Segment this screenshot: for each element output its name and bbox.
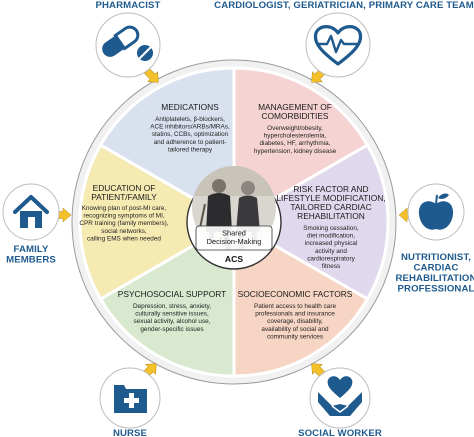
risk-title-line: RISK FACTOR AND bbox=[293, 184, 368, 194]
medications-body-line: and adherence to patient- bbox=[154, 139, 227, 146]
socioeconomic-body-line: availability of social and bbox=[261, 326, 329, 333]
risk-body-line: fitness bbox=[322, 263, 340, 270]
social-worker-icon-circle bbox=[309, 367, 371, 429]
cardiologist-icon-circle bbox=[305, 12, 371, 78]
shared-decision-line: Decision-Making bbox=[207, 237, 262, 246]
medications-section: MEDICATIONS Antiplatelets, β-blockers,AC… bbox=[150, 102, 230, 153]
pharmacist-label: PHARMACIST bbox=[96, 0, 161, 11]
heart-rate-icon bbox=[313, 25, 363, 66]
risk-body-line: activity and bbox=[315, 248, 347, 255]
comorbidities-body-line: Overweight/obesity, bbox=[267, 125, 323, 132]
education-title-line: PATIENT/FAMILY bbox=[91, 192, 157, 202]
cardiologist-label: CARDIOLOGIST, GERIATRICIAN, PRIMARY CARE… bbox=[214, 0, 474, 11]
comorbidities-title-line: COMORBIDITIES bbox=[261, 111, 328, 121]
comorbidities-body-line: diabetes, HF, arrhythmia, bbox=[259, 140, 330, 147]
socioeconomic-section: SOCIOECONOMIC FACTORS Patient access to … bbox=[238, 289, 353, 340]
nutritionist-label-line: PROFESSIONAL bbox=[398, 284, 474, 295]
nurse-label: NURSE bbox=[113, 428, 148, 437]
medications-body: Antiplatelets, β-blockers,ACE inhibitors… bbox=[150, 116, 230, 153]
pill-icon bbox=[102, 23, 153, 61]
risk-title-line: TAILORED CARDIAC bbox=[290, 202, 371, 212]
medications-body-line: Antiplatelets, β-blockers, bbox=[155, 116, 225, 123]
risk-body-line: cardiorespiratory bbox=[307, 255, 355, 262]
family-label-line: MEMBERS bbox=[6, 255, 56, 266]
nurse-icon-circle bbox=[99, 367, 161, 429]
family-label-line: FAMILY bbox=[14, 244, 49, 255]
psychosocial-title-line: PSYCHOSOCIAL SUPPORT bbox=[118, 289, 226, 299]
nutritionist-label-line: NUTRITIONIST, bbox=[401, 252, 471, 263]
acs-label: ACS bbox=[225, 254, 243, 264]
hands-heart-icon bbox=[318, 376, 362, 416]
psychosocial-body-line: gender-specific issues bbox=[140, 326, 203, 333]
social-worker-label: SOCIAL WORKER bbox=[298, 428, 382, 437]
comorbidities-body: Overweight/obesity,hypercholesterolemia,… bbox=[254, 125, 337, 155]
sector-risk-factors bbox=[232, 219, 370, 378]
psychosocial-body-line: Depression, stress, anxiety, bbox=[133, 303, 211, 310]
psychosocial-body-line: sexual activity, alcohol use, bbox=[134, 318, 211, 325]
risk-title-line: LIFESTYLE MODIFICATION, bbox=[276, 193, 385, 203]
socioeconomic-body-line: community services bbox=[267, 333, 323, 340]
comorbidities-title-line: MANAGEMENT OF bbox=[258, 102, 332, 112]
medications-title-line: MEDICATIONS bbox=[161, 102, 219, 112]
family-icon-circle bbox=[2, 183, 60, 241]
risk-body-line: Smoking cessation, bbox=[303, 225, 359, 232]
psychosocial-section: PSYCHOSOCIAL SUPPORT Depression, stress,… bbox=[118, 289, 226, 333]
nutritionist-label-line: REHABILITATION bbox=[396, 273, 474, 284]
socioeconomic-body-line: coverage, disability, bbox=[267, 318, 323, 325]
nutritionist-label-line: CARDIAC bbox=[414, 263, 459, 274]
education-body-line: CPR training (family members), bbox=[79, 220, 168, 227]
risk-body-line: increased physical bbox=[305, 240, 358, 247]
education-body-line: calling EMS when needed bbox=[87, 235, 161, 242]
sector-group bbox=[78, 66, 390, 378]
psychosocial-body-line: culturally sensitive issues, bbox=[135, 311, 209, 318]
medications-title: MEDICATIONS bbox=[161, 102, 219, 112]
medical-kit-icon bbox=[114, 385, 147, 413]
education-body: Knowing plan of post-MI care,recognizing… bbox=[79, 205, 168, 242]
education-body-line: Knowing plan of post-MI care, bbox=[82, 205, 167, 212]
comorbidities-body-line: hypertension, kidney disease bbox=[254, 148, 337, 155]
risk-body-line: diet modification, bbox=[307, 233, 355, 240]
psychosocial-title: PSYCHOSOCIAL SUPPORT bbox=[118, 289, 226, 299]
house-icon bbox=[13, 195, 49, 228]
education-title-line: EDUCATION OF bbox=[93, 183, 156, 193]
nutritionist-icon-circle bbox=[407, 183, 465, 241]
shared-decision-line: Shared bbox=[222, 229, 246, 238]
education-body-line: social networks, bbox=[101, 228, 147, 235]
medications-body-line: statins, CCBs, optimization bbox=[152, 131, 229, 138]
medications-body-line: tailored therapy bbox=[168, 146, 213, 153]
pharmacist-arrow bbox=[144, 68, 159, 83]
risk-title-line: REHABILITATION bbox=[297, 211, 365, 221]
sector-comorbidities bbox=[230, 142, 390, 302]
socioeconomic-body-line: professionals and insurance bbox=[255, 311, 335, 318]
shared-decision-box bbox=[195, 225, 273, 251]
psychosocial-body: Depression, stress, anxiety,culturally s… bbox=[133, 303, 211, 333]
socioeconomic-title-line: SOCIOECONOMIC FACTORS bbox=[238, 289, 353, 299]
comorbidities-body-line: hypercholesterolemia, bbox=[264, 133, 327, 140]
socioeconomic-body-line: Patient access to health care bbox=[254, 303, 337, 310]
sector-psychosocial bbox=[78, 142, 238, 302]
medications-body-line: ACE inhibitors/ARBs/MRAs, bbox=[150, 124, 230, 131]
sector-socioeconomic bbox=[98, 219, 236, 378]
education-body-line: recognizing symptoms of MI, bbox=[83, 213, 165, 220]
pharmacist-icon-circle bbox=[95, 12, 161, 78]
socioeconomic-title: SOCIOECONOMIC FACTORS bbox=[238, 289, 353, 299]
risk-factor-body: Smoking cessation,diet modification,incr… bbox=[303, 225, 359, 270]
apple-icon bbox=[418, 193, 454, 230]
